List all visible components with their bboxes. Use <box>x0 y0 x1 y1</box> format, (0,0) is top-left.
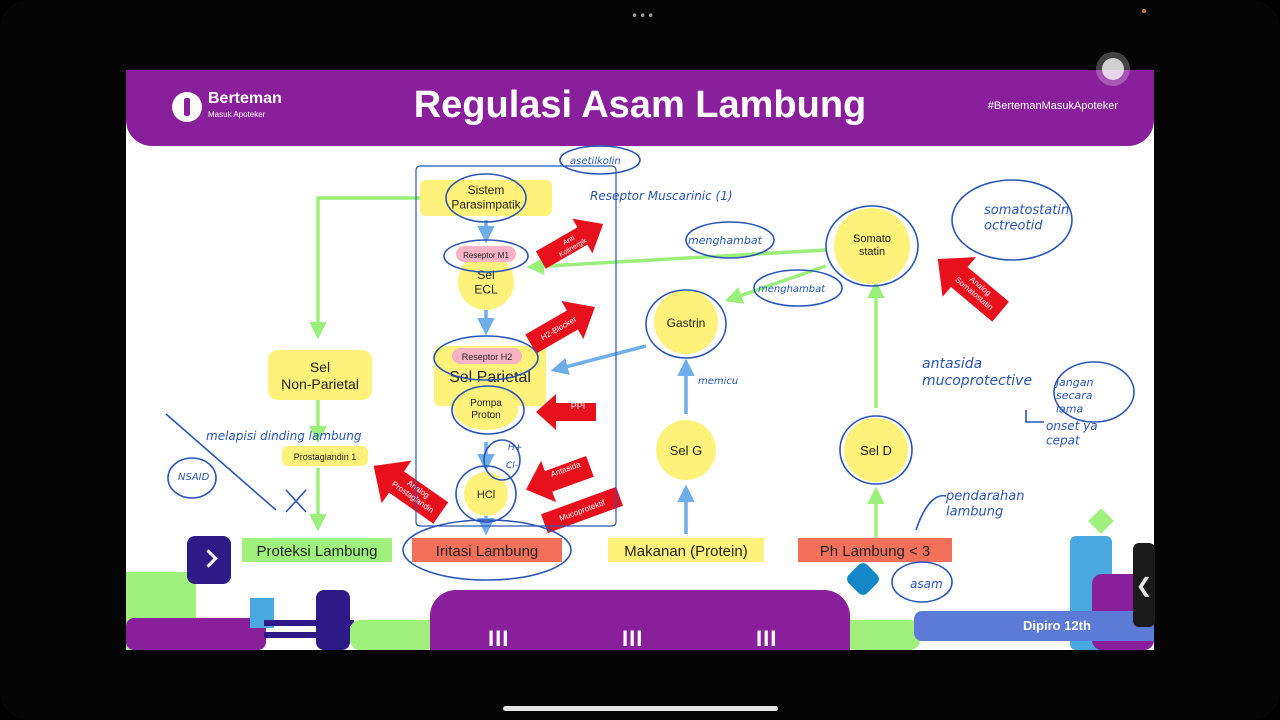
note-menghambat-1: menghambat <box>688 234 763 247</box>
node-sel-non-parietal <box>268 350 372 400</box>
brand-name: Berteman <box>208 90 282 107</box>
footer-bars-icon: III <box>622 626 644 650</box>
presentation-slide: Berteman Masuk Apoteker Regulasi Asam La… <box>126 70 1154 650</box>
arrow-ppi: PPI <box>536 394 596 430</box>
note-reseptor-muscarinic: Reseptor Muscarinic (1) <box>590 189 733 203</box>
node-sel-ecl <box>458 254 514 310</box>
node-hcl-label: HCl <box>477 489 495 501</box>
deco-navy-line <box>264 620 354 626</box>
blue-arrows <box>477 220 695 536</box>
arrow-analog-prostaglandin: AnalogProstaglandin <box>373 460 449 524</box>
handwritten-notes: asetilkolin Reseptor Muscarinic (1) meng… <box>178 156 1098 591</box>
deco-diamond <box>847 563 879 595</box>
node-gastrin <box>654 290 718 354</box>
box-proteksi-lambung <box>242 538 392 562</box>
node-somatostatin <box>834 208 910 284</box>
node-reseptor-h2-label: Reseptor H2 <box>462 352 513 362</box>
node-sel-g-label: Sel G <box>670 443 703 458</box>
node-gastrin-label: Gastrin <box>667 316 706 330</box>
home-indicator[interactable] <box>503 706 778 711</box>
camera-indicator-icon <box>1142 9 1146 13</box>
node-sel-parietal-label: Sel Parietal <box>449 369 531 386</box>
note-asetilkolin: asetilkolin <box>570 156 621 167</box>
source-label: Dipiro 12th <box>914 611 1154 641</box>
deco-green-pill <box>350 620 454 650</box>
footer-bars-icon: III <box>756 626 778 650</box>
node-sel-d <box>844 418 908 482</box>
note-h-plus: H+ <box>508 443 522 453</box>
node-sel-d-label: Sel D <box>860 443 892 458</box>
box-makanan <box>608 538 764 562</box>
note-asam: asam <box>910 577 943 591</box>
handwritten-strokes <box>165 145 1135 603</box>
box-iritasi-lambung-label: Iritasi Lambung <box>436 543 539 560</box>
node-reseptor-m1 <box>456 246 516 262</box>
note-nsaid: NSAID <box>178 472 210 483</box>
box-proteksi-lambung-label: Proteksi Lambung <box>257 543 378 560</box>
note-melapisi: melapisi dinding lambung <box>206 429 362 443</box>
node-hcl <box>464 472 508 516</box>
brand-tagline: Masuk Apoteker <box>208 110 266 119</box>
arrow-parasimpatik-to-nonparietal <box>309 196 420 340</box>
deco-purple-bar <box>126 618 266 650</box>
slide-title: Regulasi Asam Lambung <box>413 84 867 126</box>
arrow-ppi-label: PPI <box>571 401 586 411</box>
side-panel-handle[interactable]: ❮ <box>1133 543 1155 627</box>
hashtag: #BertemanMasukApoteker <box>987 100 1118 112</box>
note-menghambat-2: menghambat <box>758 284 826 295</box>
note-cl-minus: Cl- <box>506 461 518 471</box>
pointer-cursor-icon <box>1096 52 1130 86</box>
node-reseptor-m1-label: Reseptor M1 <box>463 251 509 260</box>
bottom-boxes: Proteksi Lambung Iritasi Lambung Makanan… <box>242 538 952 562</box>
green-arrows <box>309 196 885 544</box>
node-sistem-parasimpatik <box>420 180 552 216</box>
node-prostaglandin-label: Prostaglandin 1 <box>294 452 357 462</box>
slide-header: Berteman Masuk Apoteker Regulasi Asam La… <box>126 70 1154 146</box>
box-ph-lambung <box>798 538 952 562</box>
box-iritasi-lambung <box>412 538 562 562</box>
node-reseptor-h2 <box>452 348 522 364</box>
box-ph-lambung-label: Ph Lambung < 3 <box>820 543 931 560</box>
multitask-dots-icon[interactable]: ••• <box>631 9 656 23</box>
berteman-logo-icon <box>172 92 202 122</box>
box-makanan-label: Makanan (Protein) <box>624 543 747 560</box>
note-memicu: memicu <box>698 376 738 387</box>
footer-bars-icon: III <box>488 626 510 650</box>
node-sel-g <box>656 420 716 480</box>
arrow-analog-somatostatin: AnalogSomatostatin <box>937 257 1009 322</box>
drug-arrows: AntiKolinergik H2-Blocker PPI Antasida M… <box>373 218 1009 534</box>
arrow-gastrin-to-parietal <box>550 344 647 375</box>
arrow-somatostatin-to-gastrin <box>724 264 827 304</box>
node-prostaglandin <box>282 446 368 466</box>
node-pompa-proton <box>454 390 518 430</box>
deco-diamond <box>1088 508 1114 534</box>
arrow-somatostatin-to-ecl <box>526 248 827 275</box>
deco-navy-line <box>264 632 354 638</box>
footer-bar: III III III <box>430 590 850 650</box>
previous-slide-button[interactable] <box>187 536 231 584</box>
